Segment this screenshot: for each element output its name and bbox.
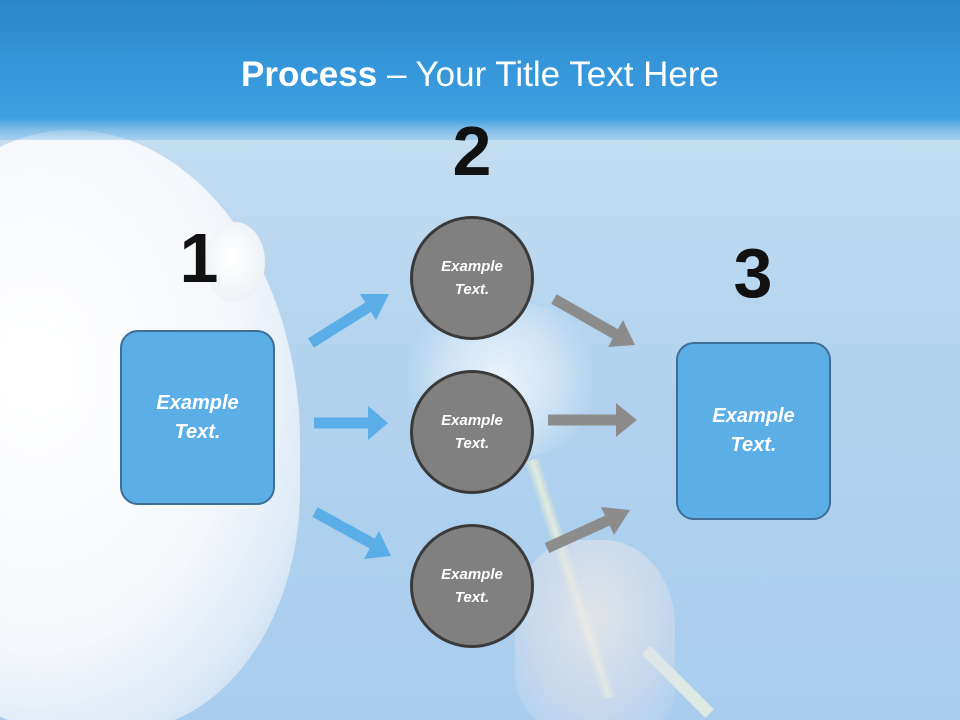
step-number-3: 3 [733, 234, 773, 312]
step-1-box-text: Example Text. [156, 391, 239, 443]
title-rest: – Your Title Text Here [377, 55, 719, 94]
gray-arrow-right [548, 403, 637, 437]
circle-bottom-text: Example Text. [441, 566, 503, 606]
title-band [0, 0, 960, 140]
blue-arrow-up [308, 294, 389, 348]
circle-middle-text: Example Text. [441, 412, 503, 452]
slide-title: Process – Your Title Text Here [0, 52, 960, 98]
step-1-box[interactable]: Example Text. [120, 330, 275, 505]
gray-arrow-down [551, 294, 635, 347]
step-2-circle-middle[interactable]: Example Text. [410, 370, 534, 494]
step-3-box[interactable]: Example Text. [676, 342, 831, 520]
gray-arrow-up [544, 507, 630, 554]
background-photo-nose [205, 222, 265, 302]
title-bold: Process [241, 55, 378, 94]
background-photo-hand [515, 540, 675, 720]
circle-top-text: Example Text. [441, 258, 503, 298]
step-3-box-text: Example Text. [712, 405, 795, 456]
step-2-circle-top[interactable]: Example Text. [410, 216, 534, 340]
blue-arrow-right [314, 406, 388, 440]
step-number-1: 1 [179, 219, 219, 297]
step-2-circle-bottom[interactable]: Example Text. [410, 524, 534, 648]
blue-arrow-down [312, 507, 391, 559]
step-number-2: 2 [452, 112, 492, 190]
